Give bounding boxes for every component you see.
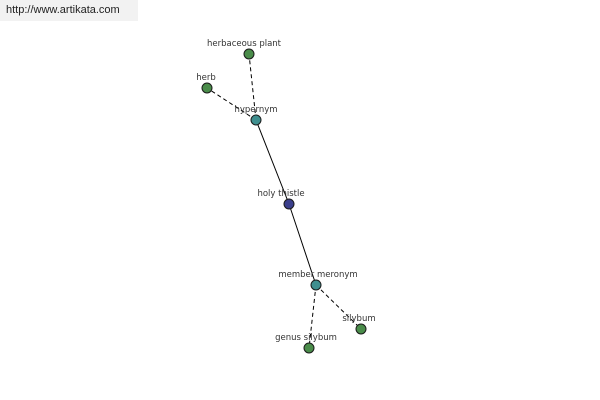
node-label-silybum[interactable]: silybum — [342, 314, 375, 324]
node-label-hypernym[interactable]: hypernym — [234, 105, 277, 115]
node-member-meronym[interactable] — [310, 279, 322, 291]
site-url-banner[interactable]: http://www.artikata.com — [0, 0, 138, 21]
edge-member-meronym-to-genus-silybum — [308, 284, 317, 349]
node-label-holy-thistle[interactable]: holy thistle — [257, 189, 304, 199]
edge-holy-thistle-to-hypernym — [255, 119, 290, 205]
node-label-herbaceous-plant[interactable]: herbaceous plant — [207, 39, 282, 49]
node-label-member-meronym[interactable]: member meronym — [278, 270, 357, 280]
node-label-herb[interactable]: herb — [196, 73, 216, 83]
edge-member-meronym-to-silybum — [315, 284, 362, 330]
node-herb[interactable] — [201, 82, 213, 94]
node-hypernym[interactable] — [250, 114, 262, 126]
edge-holy-thistle-to-member-meronym — [288, 203, 317, 286]
node-herbaceous-plant[interactable] — [243, 48, 255, 60]
graph-labels: herbaceous plant herb hypernym holy thistle… — [196, 39, 375, 343]
node-holy-thistle[interactable] — [283, 198, 295, 210]
node-genus-silybum[interactable] — [303, 342, 315, 354]
graph-edges — [206, 53, 362, 349]
graph-nodes — [201, 48, 367, 354]
edge-hypernym-to-herb — [206, 87, 257, 121]
node-label-genus-silybum[interactable]: genus silybum — [275, 333, 337, 343]
node-silybum[interactable] — [355, 323, 367, 335]
